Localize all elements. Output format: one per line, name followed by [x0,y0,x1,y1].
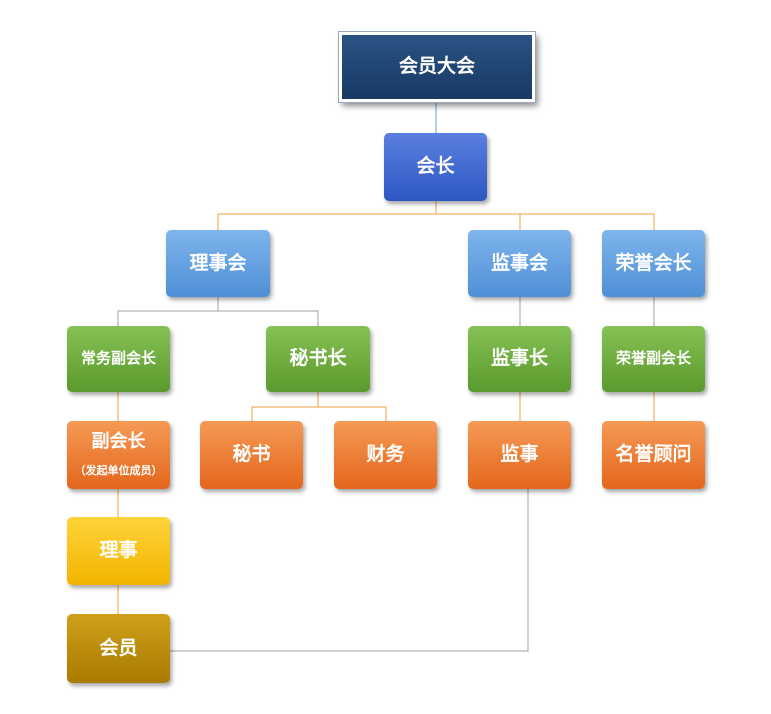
node-honorary-vp: 荣誉副会长 [602,326,705,392]
connector-council-children [117,310,319,326]
connector-branch-bar [217,213,655,230]
node-supervisor: 监事 [468,421,571,489]
node-vice-president-note: （发起单位成员） [74,464,163,478]
node-member: 会员 [67,614,170,683]
node-secretary-general: 秘书长 [266,326,370,392]
node-vice-president-label: 副会长 [91,430,146,452]
node-honorary-advisor-label: 名誉顾问 [615,443,692,466]
node-council: 理事会 [166,230,270,297]
connector-supervisor-member [169,489,529,652]
node-vice-president: 副会长 （发起单位成员） [67,421,170,489]
node-chief-supervisor-label: 监事长 [490,347,548,370]
node-assembly-label: 会员大会 [398,55,475,78]
node-director: 理事 [67,517,170,585]
node-president-label: 会长 [416,155,455,178]
node-secretary: 秘书 [200,421,303,489]
node-secretary-general-label: 秘书长 [289,347,347,370]
node-supervisory-board: 监事会 [468,230,571,297]
node-honorary-president: 荣誉会长 [602,230,705,297]
node-executive-vp-label: 常务副会长 [80,349,156,368]
node-supervisory-board-label: 监事会 [490,251,548,274]
node-secretary-label: 秘书 [232,443,271,466]
node-assembly: 会员大会 [338,31,536,103]
node-supervisor-label: 监事 [500,443,539,466]
node-finance-label: 财务 [366,443,405,466]
node-executive-vp: 常务副会长 [67,326,170,392]
node-director-label: 理事 [99,539,138,562]
node-council-label: 理事会 [189,251,247,274]
node-finance: 财务 [334,421,437,489]
node-honorary-president-label: 荣誉会长 [615,251,692,274]
node-president: 会长 [384,133,487,201]
node-chief-supervisor: 监事长 [468,326,571,392]
node-member-label: 会员 [99,636,138,659]
connector-secgen-children [251,406,387,421]
node-honorary-vp-label: 荣誉副会长 [615,349,691,368]
node-honorary-advisor: 名誉顾问 [602,421,705,489]
